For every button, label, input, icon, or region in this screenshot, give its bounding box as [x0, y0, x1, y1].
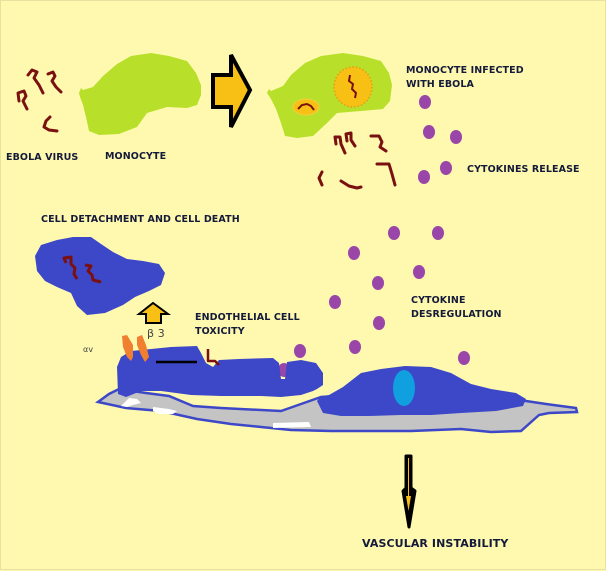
- cytokine: [450, 130, 462, 144]
- label-cell-detachment: CELL DETACHMENT AND CELL DEATH: [41, 214, 240, 225]
- cytokine: [419, 95, 431, 109]
- virus-particle: [375, 162, 397, 187]
- cytokine: [348, 246, 360, 260]
- cytokine: [294, 344, 306, 358]
- infected-monocyte: [267, 53, 392, 138]
- nucleus: [393, 370, 415, 406]
- virus-in-vacuole: [347, 74, 358, 99]
- cytokine: [349, 340, 361, 354]
- integrin-beta3: [137, 335, 149, 362]
- label-endothelial-toxicity-2: TOXICITY: [195, 326, 245, 337]
- virus-particle: [206, 349, 220, 366]
- label-alpha-v: αv: [83, 345, 94, 354]
- detached-cell: [35, 237, 165, 315]
- virus-particle: [26, 68, 45, 95]
- ebola-virus-group: [16, 68, 63, 133]
- cytokine: [373, 316, 385, 330]
- virus-particle: [333, 135, 347, 155]
- label-monocyte: MONOCYTE: [105, 151, 167, 162]
- membrane-patch: [153, 407, 177, 414]
- infected-vacuole-small: [292, 98, 320, 116]
- cytokine: [423, 125, 435, 139]
- cytokine: [458, 351, 470, 365]
- cytokine-group: [278, 95, 470, 377]
- virus-particle: [62, 255, 79, 280]
- virus-particle: [344, 131, 357, 148]
- cytokine: [372, 276, 384, 290]
- endothelial-cell-left: [117, 346, 323, 397]
- label-cytokines-release: CYTOKINES RELEASE: [467, 164, 580, 175]
- label-vascular-instability: VASCULAR INSTABILITY: [362, 537, 509, 550]
- virus-particle: [369, 134, 388, 153]
- label-ebola-virus: EBOLA VIRUS: [6, 152, 79, 163]
- cytokine: [388, 226, 400, 240]
- detached-cell-body: [35, 237, 165, 315]
- integrin-alpha-v: [122, 335, 133, 361]
- label-monocyte-infected-1: MONOCYTE INFECTED: [406, 65, 524, 76]
- endothelial-cell-right: [317, 366, 526, 416]
- label-beta3: β 3: [147, 327, 165, 340]
- down-arrow-icon: [401, 454, 417, 529]
- cytokine: [329, 295, 341, 309]
- virus-particle: [42, 115, 59, 133]
- right-arrow-icon: [211, 54, 253, 128]
- virus-particle: [339, 179, 363, 190]
- label-endothelial-toxicity-1: ENDOTHELIAL CELL: [195, 312, 300, 323]
- integrin-group: [122, 335, 149, 362]
- label-cytokine-desregulation-1: CYTOKINE: [411, 295, 466, 306]
- membrane-patch: [273, 422, 311, 428]
- virus-particle: [46, 70, 63, 94]
- virus-particle: [16, 89, 29, 111]
- membrane-patch: [121, 398, 141, 407]
- label-cytokine-desregulation-2: DESREGULATION: [411, 309, 502, 320]
- virus-in-vacuole: [297, 102, 315, 111]
- membrane-patches: [121, 398, 311, 428]
- virus-particle: [84, 263, 102, 284]
- monocyte-cell: [79, 53, 201, 135]
- cytokine: [418, 170, 430, 184]
- cytokine: [440, 161, 452, 175]
- cytokine: [413, 265, 425, 279]
- released-virus-group: [317, 131, 397, 190]
- cytokine: [432, 226, 444, 240]
- up-arrow-icon: [136, 301, 172, 324]
- infected-monocyte-cell: [267, 53, 392, 138]
- virus-particle: [317, 170, 324, 187]
- label-monocyte-infected-2: WITH EBOLA: [406, 79, 474, 90]
